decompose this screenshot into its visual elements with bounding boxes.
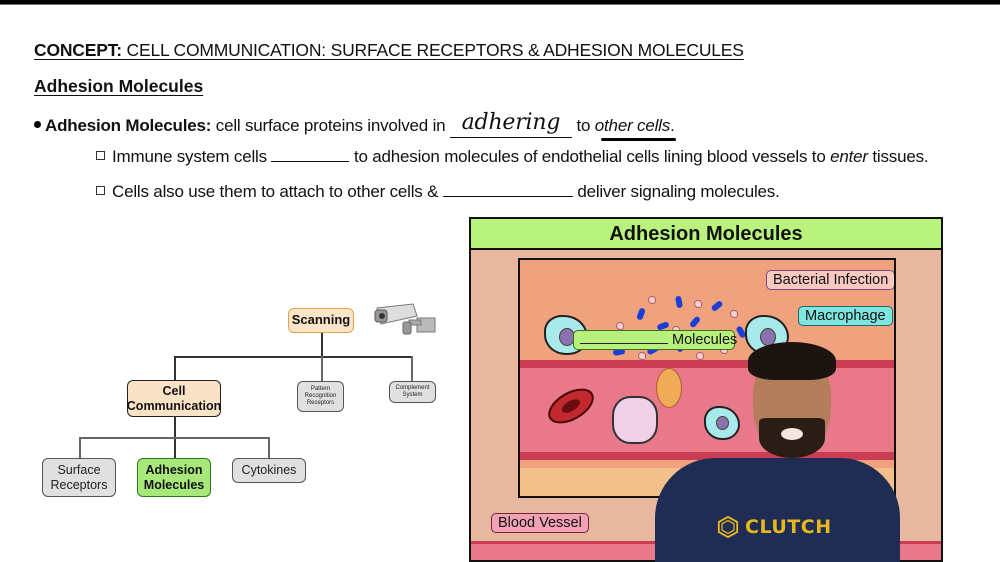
concept-title: CONCEPT: CELL COMMUNICATION: SURFACE REC… (34, 40, 744, 61)
bacterial-fragment-icon (730, 310, 738, 318)
node-surface-receptors: Surface Receptors (42, 458, 116, 497)
definition-text: cell surface proteins involved in (215, 116, 446, 135)
connector (411, 356, 413, 381)
sub-bullet-1: Immune system cells to adhesion molecule… (96, 147, 929, 167)
video-top-bar (0, 0, 1000, 5)
sub-bullet-1-italic: enter (830, 147, 868, 166)
concept-label: CONCEPT: (34, 40, 122, 60)
checkbox-icon (96, 186, 105, 196)
hexagon-logo-icon (717, 516, 739, 538)
checkbox-icon (96, 151, 105, 161)
label-bacterial-infection: Bacterial Infection (766, 270, 894, 290)
bullet-dot-icon (34, 121, 41, 129)
section-heading: Adhesion Molecules (34, 76, 204, 96)
node-scanning: Scanning (288, 308, 354, 333)
bacterial-fragment-icon (648, 296, 656, 304)
concept-title-text: CELL COMMUNICATION: SURFACE RECEPTORS & … (126, 40, 744, 60)
bacterial-fragment-icon (638, 352, 646, 360)
definition-period: . (670, 116, 675, 135)
label-blood-vessel: Blood Vessel (491, 513, 589, 533)
presenter-shirt (655, 458, 900, 562)
neutrophil-icon (612, 396, 658, 444)
red-blood-cell-icon (542, 381, 600, 431)
node-pattern-recognition-receptors: Pattern Recognition Receptors (297, 381, 344, 412)
definition-to: to (576, 116, 591, 135)
sub-bullet-1-end: tissues. (872, 147, 929, 166)
sub-bullet-1-text-a: Immune system cells (112, 147, 267, 166)
sub-bullet-2-text-b: deliver signaling molecules. (577, 182, 780, 201)
connector (321, 333, 323, 357)
shirt-logo-text: CLUTCH (745, 516, 832, 538)
connector (174, 356, 412, 358)
handwritten-answer: adhering (461, 110, 561, 135)
node-adhesion-molecules: Adhesion Molecules (137, 458, 211, 497)
highlight-ellipse (656, 368, 682, 408)
bacterium-icon (675, 295, 683, 309)
node-cell-communication: Cell Communication (127, 380, 221, 417)
presenter-video: CLUTCH (655, 340, 900, 562)
bacterial-fragment-icon (616, 322, 624, 330)
connector (174, 416, 176, 461)
node-cytokines: Cytokines (232, 458, 306, 483)
definition-term: Adhesion Molecules: (45, 116, 212, 135)
label-molecules-blank: Molecules (573, 330, 738, 350)
connector (321, 356, 323, 381)
connector (79, 437, 81, 459)
fill-blank-2 (442, 183, 573, 197)
sub-bullet-2: Cells also use them to attach to other c… (96, 182, 780, 202)
bacterial-fragment-icon (696, 352, 704, 360)
label-macrophage: Macrophage (798, 306, 893, 326)
label-molecules-text: Molecules (672, 332, 738, 348)
illustration-title: Adhesion Molecules (471, 219, 941, 250)
connector (174, 356, 176, 380)
connector (268, 437, 270, 459)
bacterium-icon (710, 299, 724, 313)
definition-line: Adhesion Molecules: cell surface protein… (34, 110, 675, 138)
shirt-logo: CLUTCH (717, 516, 832, 538)
presenter-mouth (781, 428, 803, 440)
bacterium-icon (688, 315, 702, 329)
security-camera-icon (374, 303, 436, 335)
definition-emphasis: other cells (594, 116, 671, 135)
blood-vessel-lumen (520, 360, 894, 460)
sub-bullet-2-text-a: Cells also use them to attach to other c… (112, 182, 439, 201)
sub-bullet-1-text-b: to adhesion molecules of endothelial cel… (353, 147, 826, 166)
fill-blank-1 (271, 148, 350, 162)
bacterium-icon (636, 307, 646, 321)
macrophage-vessel-icon (704, 406, 740, 440)
node-complement-system: Complement System (389, 381, 436, 403)
handwritten-blank: adhering (449, 110, 572, 138)
bacterial-fragment-icon (694, 300, 702, 308)
connector (79, 437, 269, 439)
presenter-hair (748, 342, 836, 380)
